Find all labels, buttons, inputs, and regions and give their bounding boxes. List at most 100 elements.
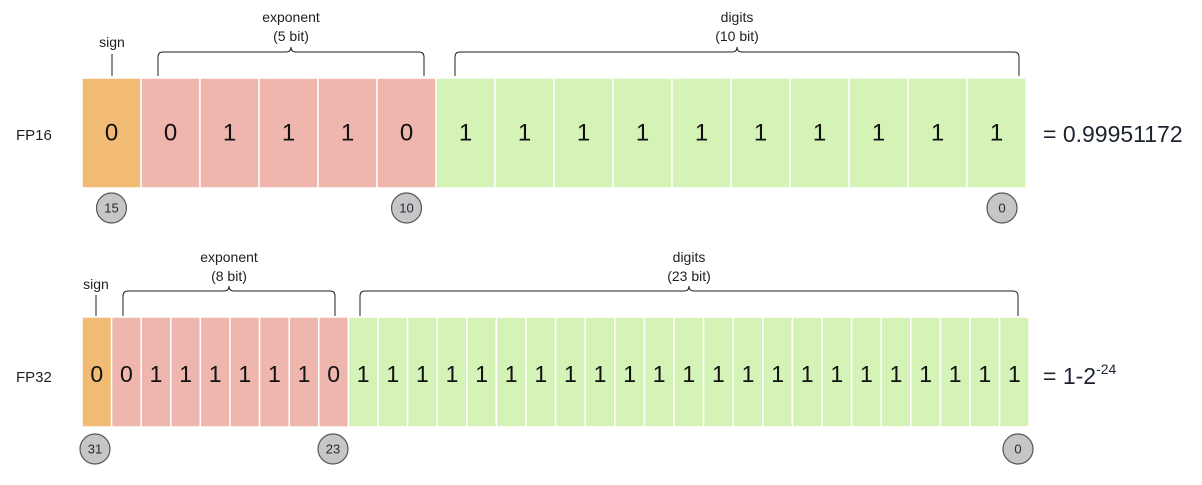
fp32-bit-cell (673, 316, 705, 428)
fp32-bit-value: 1 (830, 361, 843, 387)
fp32-bit-cell (229, 316, 261, 428)
fp16-sign-label: sign (99, 34, 125, 50)
fp32-bit-cell (466, 316, 498, 428)
fp16-bit-value: 1 (872, 120, 885, 147)
fp16-bit-cell (966, 77, 1027, 189)
fp32-result-exponent: -24 (1096, 361, 1116, 377)
fp32-position-circle (1002, 433, 1034, 465)
fp16-bit-value: 1 (931, 120, 944, 147)
fp32-bit-cell (81, 316, 113, 428)
fp32-bit-value: 1 (919, 361, 932, 387)
fp32-bit-cell (821, 316, 853, 428)
fp32-position-label: 23 (326, 442, 340, 457)
fp32-bit-value: 0 (90, 361, 103, 387)
fp16-bit-cell (199, 77, 260, 189)
fp16-position-circle (390, 192, 423, 224)
fp32-cell-13: 1 (466, 316, 498, 428)
fp32-bit-value: 1 (238, 361, 251, 387)
fp16-exponent-label: exponent (262, 9, 320, 25)
fp32-bit-value: 1 (949, 361, 962, 387)
fp16-bit-value: 1 (282, 120, 295, 147)
fp32-bit-value: 1 (357, 361, 370, 387)
fp32-sign-label: sign (83, 276, 109, 292)
fp16-bit-value: 1 (990, 120, 1003, 147)
fp32-bit-value: 1 (386, 361, 399, 387)
fp32-digits-label: digits (673, 249, 706, 265)
fp32-exponent-bracket (122, 285, 336, 316)
fp32-position-marker: 0 (1002, 433, 1034, 465)
fp32-bit-value: 1 (475, 361, 488, 387)
fp32-bit-value: 1 (298, 361, 311, 387)
fp32-cell-26: 1 (850, 316, 882, 428)
fp32-cell-9: 1 (347, 316, 379, 428)
fp32-bit-cell (732, 316, 764, 428)
fp16-exponent-size: (5 bit) (273, 28, 309, 44)
fp32-bit-cell (762, 316, 794, 428)
fp32-bit-cell (140, 316, 172, 428)
fp16-exponent-bracket (157, 46, 425, 76)
fp32-bit-cell (377, 316, 409, 428)
fp32-bit-cell (939, 316, 971, 428)
fp16-cell-3: 1 (258, 77, 319, 189)
fp32-bit-cell (495, 316, 527, 428)
fp16-cell-5: 0 (376, 77, 437, 189)
fp32-row-label: FP32 (16, 369, 52, 386)
fp16-cell-2: 1 (199, 77, 260, 189)
fp16-bit-value: 1 (754, 120, 767, 147)
fp16-cell-12: 1 (789, 77, 850, 189)
fp16-bit-value: 1 (577, 120, 590, 147)
fp32-bit-value: 1 (742, 361, 755, 387)
fp32-bit-value: 0 (327, 361, 340, 387)
fp32-digits-bracket (359, 285, 1019, 316)
fp16-bit-cell (140, 77, 201, 189)
fp32-bit-value: 1 (534, 361, 547, 387)
fp32-bit-value: 1 (150, 361, 163, 387)
fp32-position-circle (317, 433, 349, 465)
fp32-bit-value: 0 (120, 361, 133, 387)
fp32-cell-21: 1 (702, 316, 734, 428)
fp32-result: = 1-2-24 (1043, 361, 1117, 389)
fp32-bit-cell (880, 316, 912, 428)
fp32-bit-cell (643, 316, 675, 428)
fp32-cell-3: 1 (170, 316, 202, 428)
fp32-bit-cell (614, 316, 646, 428)
fp32-bit-value: 1 (890, 361, 903, 387)
fp32-cell-19: 1 (643, 316, 675, 428)
fp32-bit-value: 1 (416, 361, 429, 387)
fp32-bit-value: 1 (446, 361, 459, 387)
fp32-bit-value: 1 (978, 361, 991, 387)
fp32-cell-14: 1 (495, 316, 527, 428)
fp32-bit-cell (969, 316, 1001, 428)
fp32-bit-value: 1 (594, 361, 607, 387)
fp32-exponent-size: (8 bit) (211, 268, 247, 284)
fp16-cell-11: 1 (730, 77, 791, 189)
fp32-bit-value: 1 (712, 361, 725, 387)
fp16-position-marker: 10 (390, 192, 423, 224)
fp32-cell-12: 1 (436, 316, 468, 428)
fp16-cell-7: 1 (494, 77, 555, 189)
fp32-cell-22: 1 (732, 316, 764, 428)
fp16-position-label: 0 (998, 201, 1005, 216)
fp16-bit-cell (907, 77, 968, 189)
fp32-cell-31: 1 (998, 316, 1030, 428)
fp32-cell-6: 1 (258, 316, 290, 428)
fp16-bit-cell (553, 77, 614, 189)
fp32-cell-17: 1 (584, 316, 616, 428)
fp32-bit-cell (525, 316, 557, 428)
fp32-cell-28: 1 (910, 316, 942, 428)
fp16-bit-value: 1 (695, 120, 708, 147)
fp16-bit-value: 1 (636, 120, 649, 147)
fp32-bit-value: 1 (623, 361, 636, 387)
fp16-bit-value: 1 (223, 120, 236, 147)
fp32-bit-cell (170, 316, 202, 428)
fp32-bit-value: 1 (682, 361, 695, 387)
fp32-digits-size: (23 bit) (667, 268, 711, 284)
fp16-bit-value: 0 (400, 120, 413, 147)
fp16-cell-0: 0 (81, 77, 142, 189)
fp16-bit-cell (671, 77, 732, 189)
fp32-cell-11: 1 (406, 316, 438, 428)
fp32-cell-23: 1 (762, 316, 794, 428)
fp16-bit-value: 1 (518, 120, 531, 147)
fp16-cell-14: 1 (907, 77, 968, 189)
